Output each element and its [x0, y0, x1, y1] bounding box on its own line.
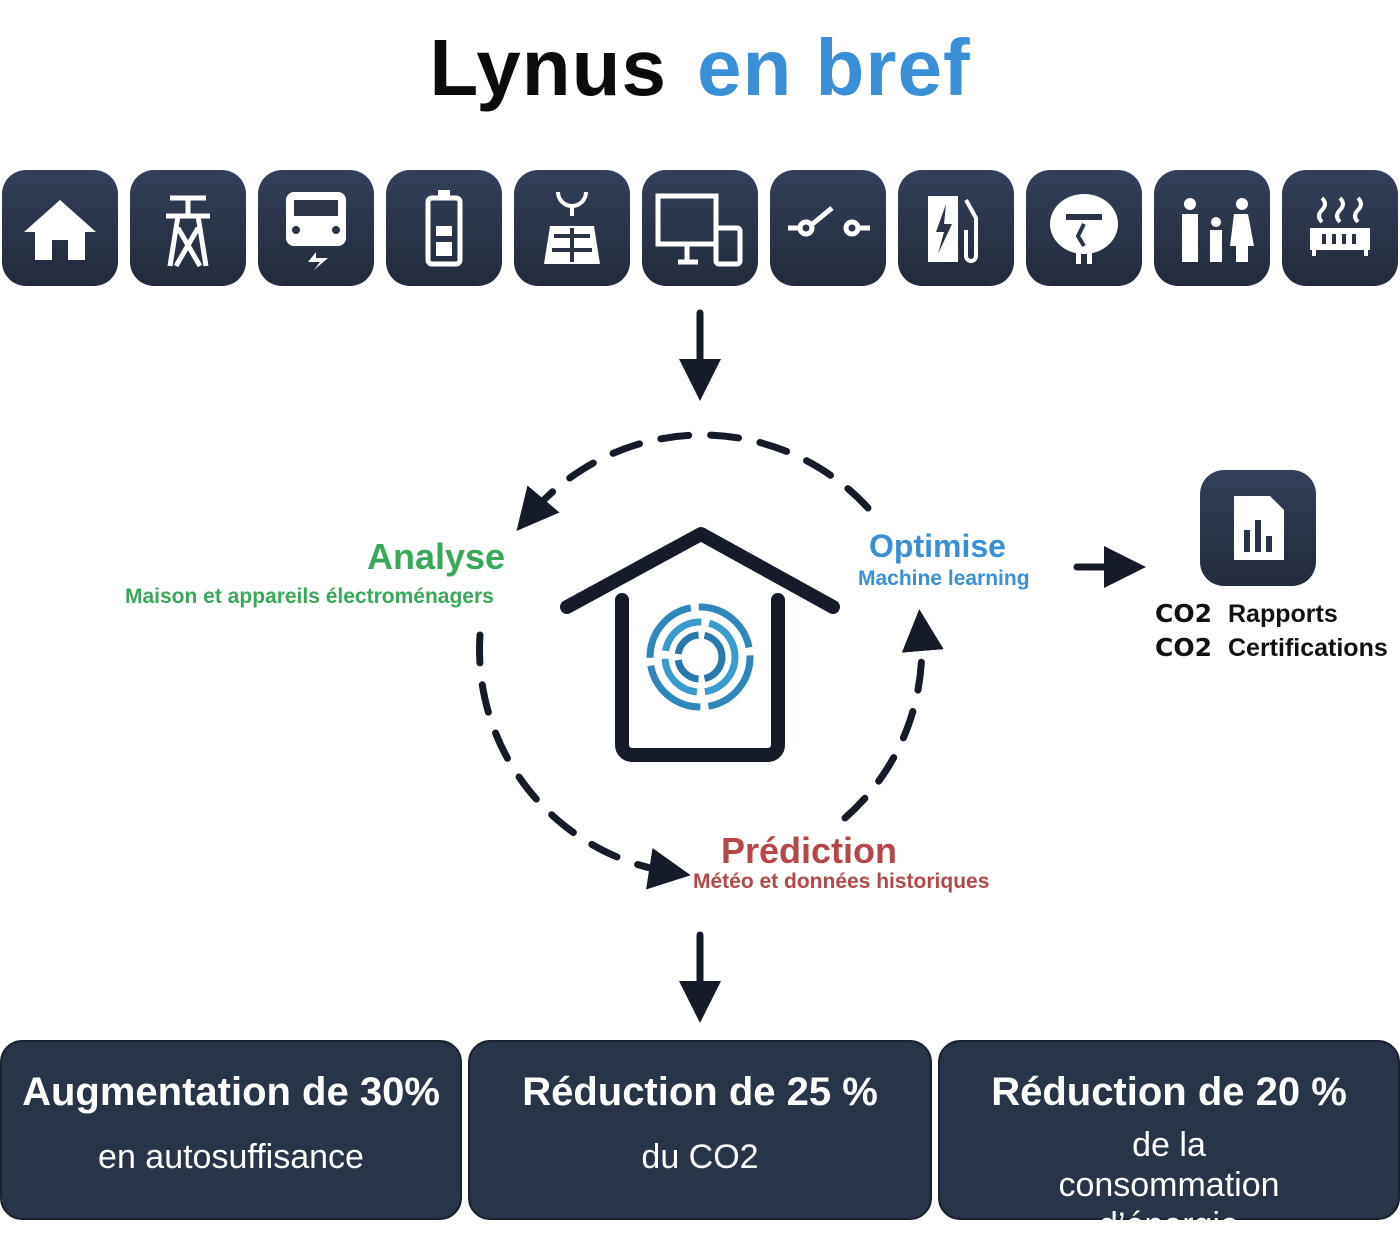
- optimise-subtitle: Machine learning: [858, 567, 1030, 590]
- optimise-title: Optimise: [869, 528, 1006, 564]
- heater-icon: [1282, 170, 1398, 286]
- family-icon: [1154, 170, 1270, 286]
- cycle-diagram: [476, 309, 1146, 1023]
- prediction-subtitle: Météo et données historiques: [693, 870, 990, 893]
- switch-icon: [770, 170, 886, 286]
- power-pylon-icon: [130, 170, 246, 286]
- charging-station-icon: [898, 170, 1014, 286]
- cycle-arc-analyse: [516, 431, 872, 532]
- analyse-title: Analyse: [367, 536, 506, 577]
- prediction-title: Prédiction: [721, 830, 898, 871]
- cycle-arc-prediction: [476, 631, 691, 890]
- solar-panel-icon: [514, 170, 630, 286]
- analyse-subtitle: Maison et appareils électroménagers: [125, 585, 494, 608]
- lynus-logo-icon: [646, 603, 754, 711]
- battery-icon: [386, 170, 502, 286]
- result-card: Réduction de 25 %du CO2: [468, 1040, 932, 1220]
- ev-car-icon: [258, 170, 374, 286]
- devices-icon: [642, 170, 758, 286]
- home-icon: [2, 170, 118, 286]
- house-outline-icon: [560, 527, 840, 762]
- cycle-arc-optimise: [841, 609, 944, 822]
- result-card: Réduction de 20 %de la consommation d’én…: [938, 1040, 1400, 1244]
- report-icon: [1200, 470, 1316, 586]
- result-card: Augmentation de 30%en autosuffisance: [0, 1040, 462, 1220]
- heat-pump-icon: [1026, 170, 1142, 286]
